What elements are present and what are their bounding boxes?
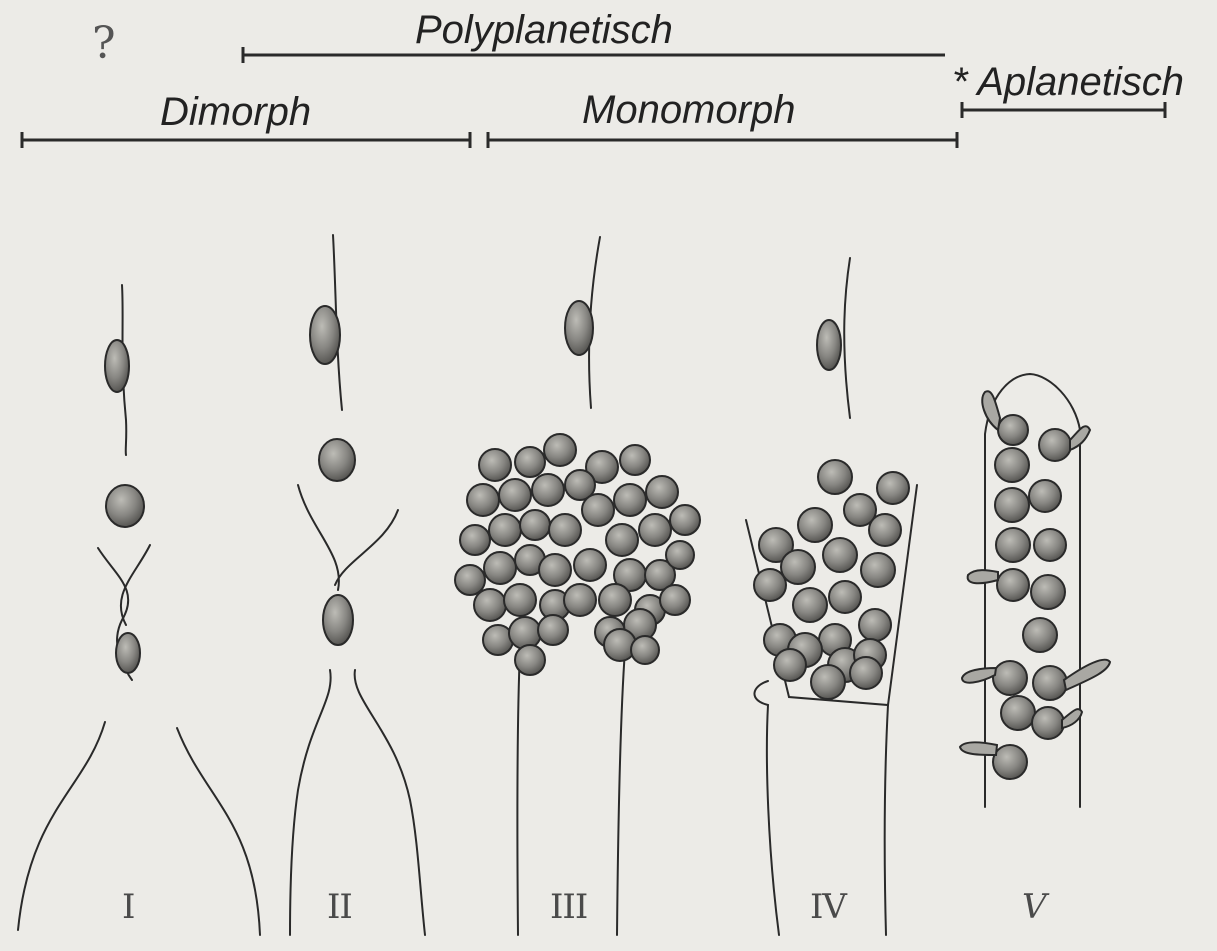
spore-cluster-4 [754, 460, 909, 699]
spore-cluster-3 [455, 434, 700, 675]
figure-label-2: II [327, 890, 352, 924]
question-mark-label: ? [92, 22, 116, 66]
figure-label-5: V [1022, 890, 1046, 924]
figure-label-3: III [550, 890, 587, 924]
zoospore-4 [817, 320, 841, 370]
zoospore-2a [310, 306, 340, 364]
figure-label-1: I [122, 890, 134, 924]
dimorph-label: Dimorph [160, 92, 311, 132]
germ-tubes [960, 391, 1110, 755]
zoospore-3 [565, 301, 593, 355]
figure-label-4: IV [810, 890, 846, 924]
aplanetisch-bracket [962, 102, 1165, 118]
polyplanetisch-label: Polyplanetisch [415, 10, 673, 50]
aplanetisch-label: * Aplanetisch [952, 62, 1184, 102]
spore-2c [323, 595, 353, 645]
spore-2b [319, 439, 355, 481]
spore-1c [116, 633, 140, 673]
spore-1b [106, 485, 144, 527]
dimorph-bracket [22, 132, 470, 148]
monomorph-bracket [488, 132, 957, 148]
spore-column-5 [993, 415, 1071, 779]
zoospore-1a [105, 340, 129, 392]
figure-1-drawing [18, 285, 260, 935]
spores [105, 301, 1071, 779]
monomorph-label: Monomorph [582, 90, 795, 130]
